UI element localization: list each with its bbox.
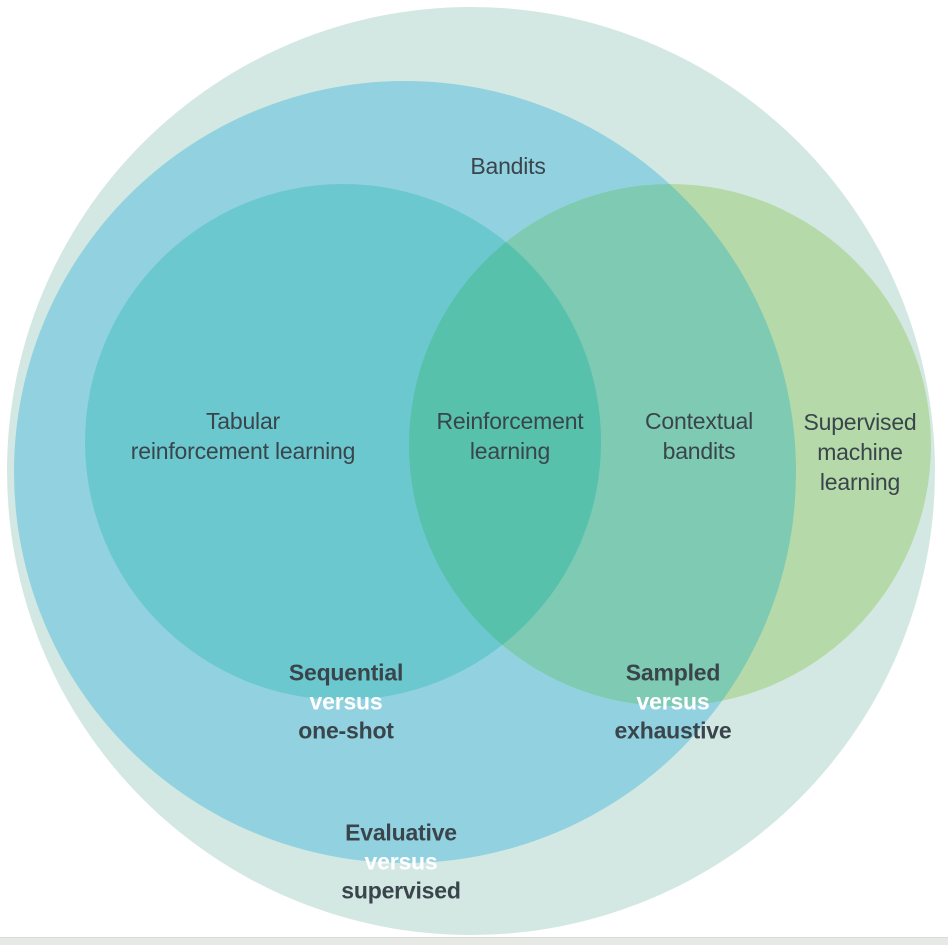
label-contextual-line2: bandits [662, 438, 736, 464]
one-shot-word: one-shot [298, 717, 394, 744]
label-reinforcement-line2: learning [469, 438, 551, 464]
label-sampled-vs-exhaustive: Sampled versus exhaustive [615, 659, 732, 746]
label-bandits-text: Bandits [470, 153, 546, 179]
label-reinforcement-learning: Reinforcement learning [437, 406, 584, 466]
label-contextual-line1: Contextual [645, 408, 753, 434]
evaluative-word: Evaluative [345, 819, 457, 846]
bottom-edge-bar [0, 937, 948, 945]
label-supervised-ml-line1: Supervised [803, 409, 917, 435]
label-tabular-rl-line1: Tabular [205, 408, 281, 434]
sampled-word: Sampled [625, 659, 721, 686]
sequential-word: Sequential [288, 659, 404, 686]
versus-word: versus [636, 688, 710, 715]
label-bandits: Bandits [470, 151, 546, 181]
supervised-word: supervised [341, 877, 461, 904]
label-tabular-rl: Tabular reinforcement learning [130, 406, 356, 466]
label-sequential-vs-oneshot: Sequential versus one-shot [288, 659, 404, 746]
label-supervised-ml-line2: machine [817, 439, 903, 465]
versus-word: versus [309, 688, 383, 715]
label-supervised-ml-line3: learning [819, 469, 901, 495]
label-contextual-bandits: Contextual bandits [645, 406, 753, 466]
label-tabular-rl-line2: reinforcement learning [130, 438, 356, 464]
exhaustive-word: exhaustive [614, 717, 732, 744]
label-supervised-ml: Supervised machine learning [803, 407, 916, 497]
reinforcement-learning-overlap [409, 184, 601, 700]
versus-word: versus [364, 848, 438, 875]
label-reinforcement-line1: Reinforcement [436, 408, 584, 434]
label-evaluative-vs-supervised: Evaluative versus supervised [341, 819, 461, 906]
